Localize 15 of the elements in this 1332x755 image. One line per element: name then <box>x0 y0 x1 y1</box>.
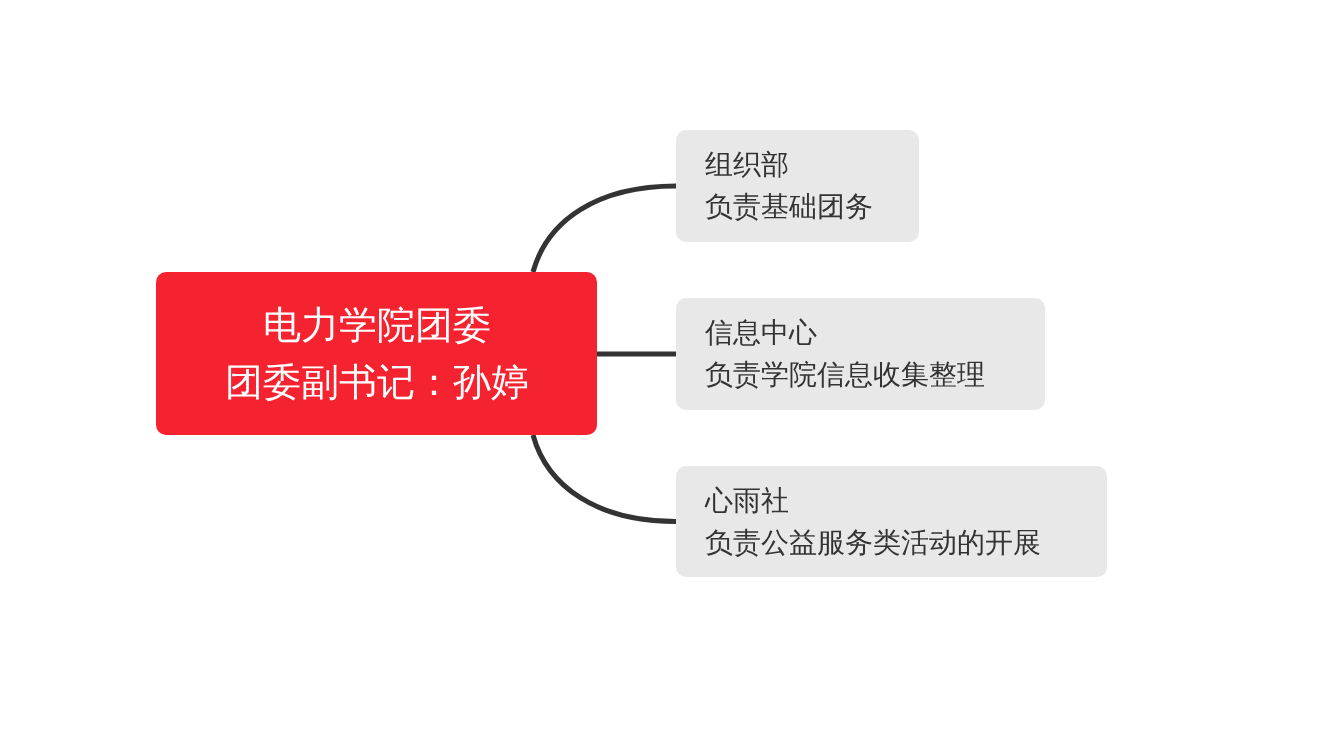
subtitle-text: 团委副书记：孙婷 <box>224 358 529 406</box>
connector-line <box>530 183 677 273</box>
heading-text: 心雨社 <box>705 482 789 519</box>
title-text: 电力学院团委 <box>262 301 491 349</box>
topic-box <box>676 466 1107 577</box>
connector-line <box>530 434 677 524</box>
heading-text: 信息中心 <box>705 315 817 351</box>
central-topic-box <box>156 272 597 435</box>
topic-box <box>676 298 1045 410</box>
connector-line <box>597 351 676 357</box>
description-text: 负责基础团务 <box>705 189 873 225</box>
topic-box <box>676 130 919 242</box>
description-text: 负责公益服务类活动的开展 <box>705 524 1041 561</box>
heading-text: 组织部 <box>705 147 789 183</box>
description-text: 负责学院信息收集整理 <box>705 357 985 393</box>
